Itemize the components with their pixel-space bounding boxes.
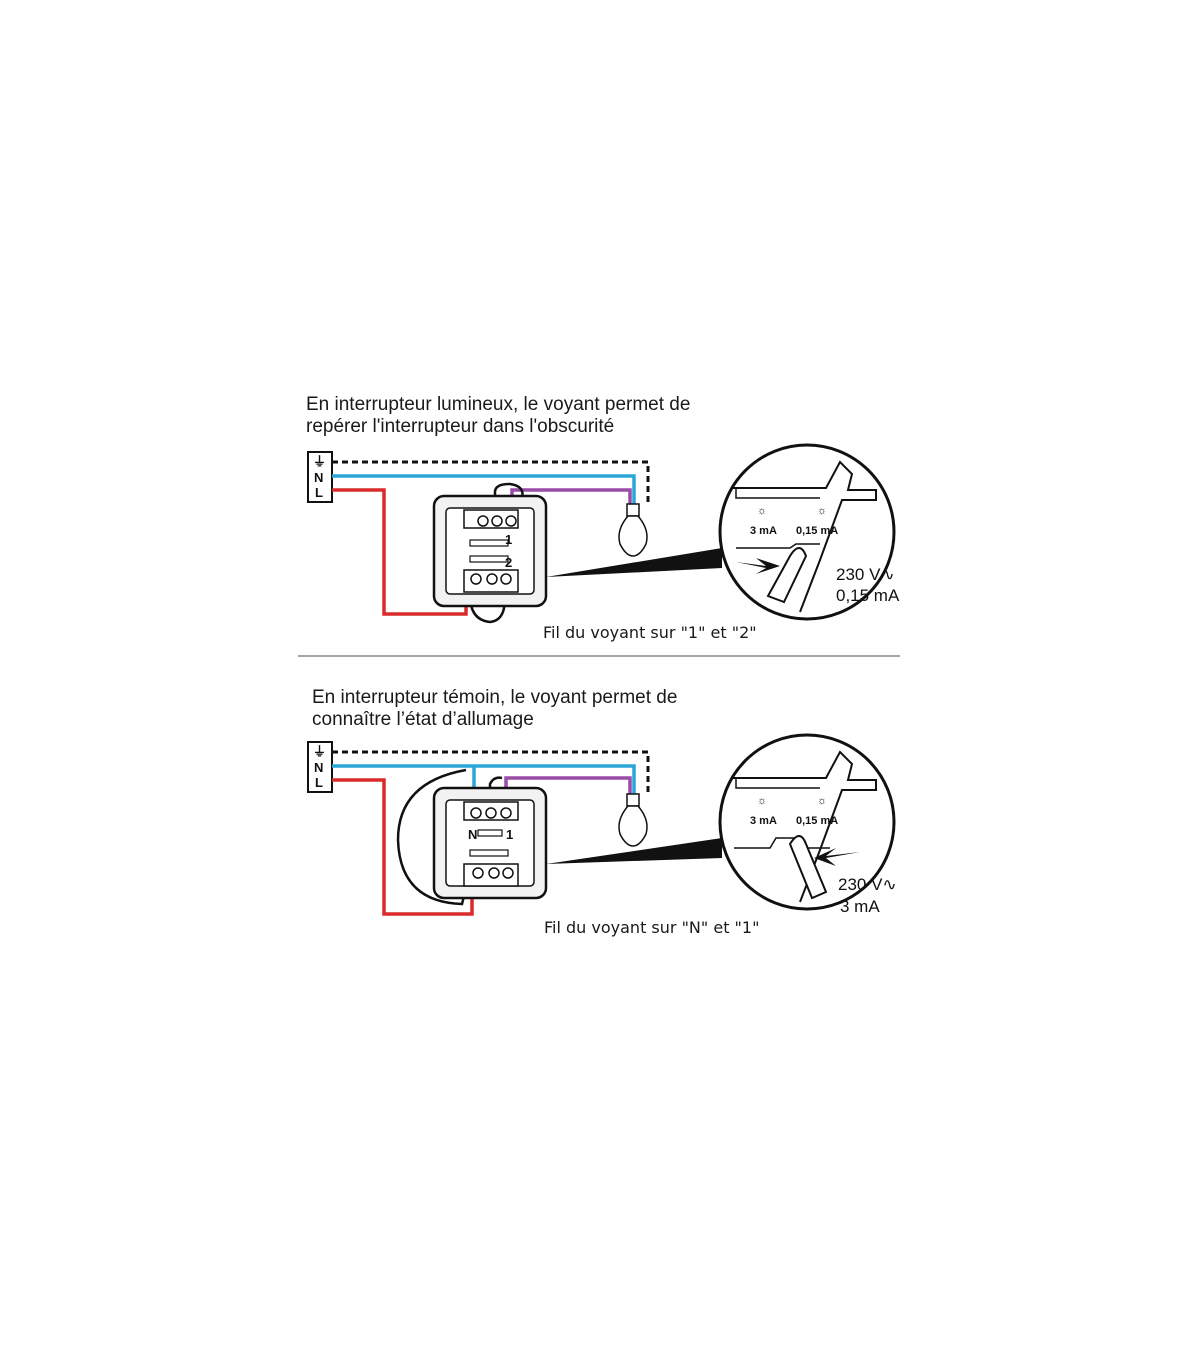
terminal-label-2: 2 [505,555,512,570]
diagram-temoin: En interrupteur témoin, le voyant permet… [307,687,897,937]
earth-wire [332,750,650,795]
heading-line-1: En interrupteur témoin, le voyant permet… [312,687,677,708]
terminal-n: N [314,470,323,485]
zoom-detail: ☼ ☼ 3 mA 0,15 mA [718,733,896,911]
switch-mechanism: N 1 [432,786,548,900]
label-015ma: 0,15 mA [796,525,838,537]
heading-line-1: En interrupteur lumineux, le voyant perm… [306,394,690,415]
voltage-label: 230 V∿ [838,875,897,894]
arrow-icon [736,558,780,574]
earth-wire [332,460,650,505]
terminal-l: L [315,775,323,790]
current-label: 3 mA [840,897,880,916]
terminal-block: ⏚ N L [307,451,333,503]
heading-line-2: repérer l'interrupteur dans l'obscurité [306,416,614,437]
earth-symbol-icon: ⏚ [313,454,326,469]
led-icon: ☼ [817,795,827,807]
voyant-wire [396,768,468,906]
label-015ma: 0,15 mA [796,815,838,827]
wiring-caption: Fil du voyant sur "N" et "1" [544,918,759,937]
diagram-lumineux: En interrupteur lumineux, le voyant perm… [306,394,900,642]
terminal-block: ⏚ N L [307,741,333,793]
terminal-label-n: N [468,827,477,842]
earth-symbol-icon: ⏚ [313,744,326,759]
wiring-caption: Fil du voyant sur "1" et "2" [543,623,757,642]
terminal-label-1: 1 [505,532,512,547]
terminal-n: N [314,760,323,775]
label-3ma: 3 mA [750,815,777,827]
live-wire [332,778,474,916]
link-wire-top [488,776,503,812]
led-icon: ☼ [757,505,767,517]
current-label: 0,15 mA [836,586,900,605]
bulb-icon [618,503,648,557]
heading-line-2: connaître l’état d’allumage [312,709,534,730]
led-icon: ☼ [817,505,827,517]
neutral-wire [332,474,636,505]
switch-mechanism: 1 2 [432,494,548,608]
label-3ma: 3 mA [750,525,777,537]
zoom-detail: ☼ ☼ 3 mA 0,15 mA [718,443,896,621]
terminal-l: L [315,485,323,500]
zoom-pointer [546,548,722,577]
zoom-pointer [546,838,722,864]
neutral-wire [332,764,636,795]
link-wire-top [493,482,524,520]
terminal-label-1: 1 [506,827,513,842]
bulb-icon [618,793,648,847]
led-icon: ☼ [757,795,767,807]
arrow-icon [814,848,860,866]
voltage-label: 230 V∿ [836,565,895,584]
